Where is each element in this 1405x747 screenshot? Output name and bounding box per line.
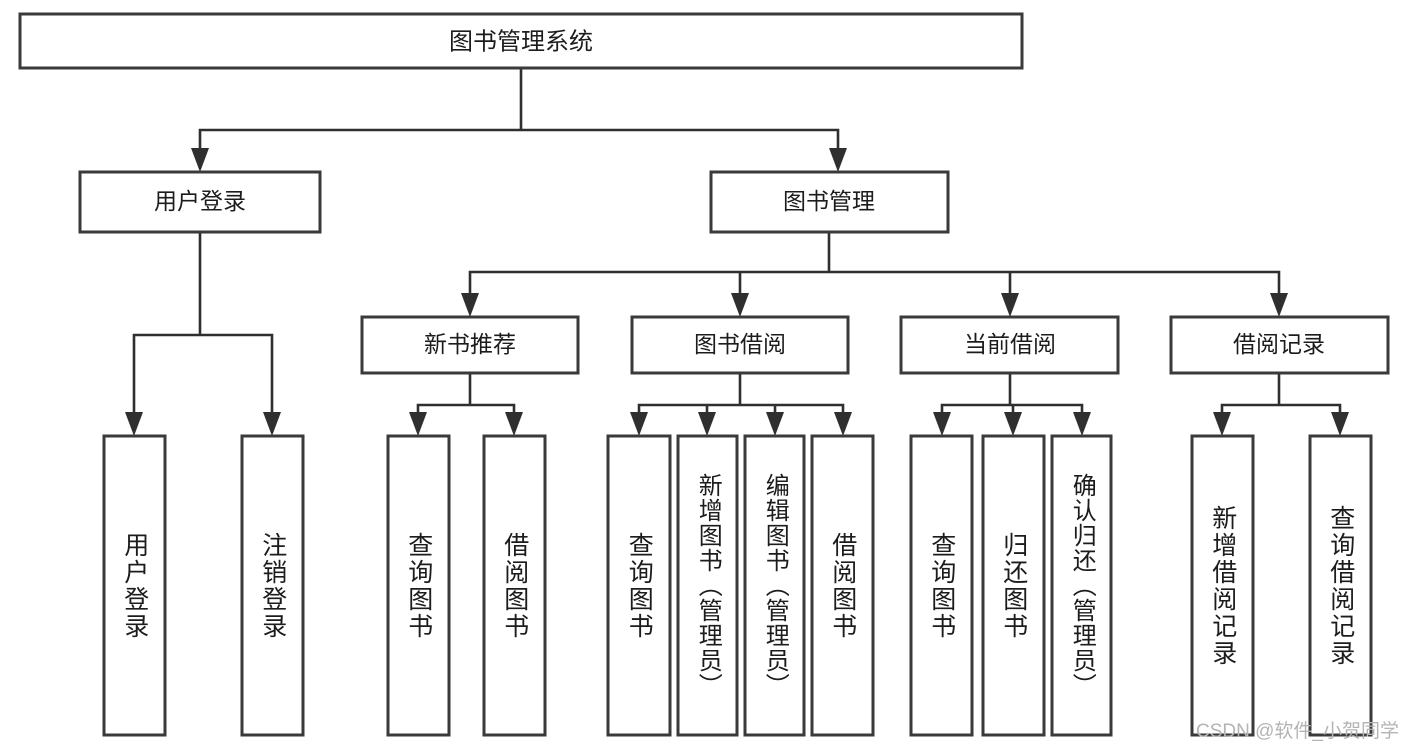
node-borrow-record-box[interactable] <box>1169 315 1390 375</box>
node-book-borrow-box[interactable] <box>630 315 850 375</box>
node-leaf-user-login-box[interactable] <box>102 434 167 737</box>
connector-layer <box>125 66 1349 436</box>
node-user-login-box[interactable] <box>78 170 322 234</box>
arrow-to-current-borrow <box>1001 293 1019 317</box>
arrow-to-leaf-return-book <box>1004 412 1022 436</box>
node-root[interactable]: 图书管理系统 <box>18 12 1024 70</box>
arrow-to-leaf-add-book-admin <box>698 412 716 436</box>
node-leaf-add-borrow-record-label: 新增借阅记录 <box>1208 504 1237 667</box>
arrow-to-leaf-query-book-2 <box>630 412 648 436</box>
node-current-borrow-box[interactable] <box>899 315 1120 375</box>
node-new-book-recommend[interactable]: 新书推荐 <box>360 315 580 375</box>
arrow-to-user-login <box>191 148 209 172</box>
arrow-to-leaf-query-borrow-record <box>1331 412 1349 436</box>
connector-borrow-record-to-leaves <box>1220 371 1342 420</box>
node-leaf-query-borrow-record-box[interactable] <box>1308 434 1373 737</box>
arrow-to-new-book-recommend <box>461 293 479 317</box>
node-leaf-logout-login-box[interactable] <box>240 434 305 737</box>
node-leaf-borrow-book-2-label: 借阅图书 <box>828 531 857 640</box>
arrow-to-leaf-confirm-return-admin <box>1073 412 1091 436</box>
node-leaf-confirm-return-admin-label: 确认归还（管理员） <box>1068 473 1096 698</box>
node-current-borrow[interactable]: 当前借阅 <box>899 315 1120 375</box>
arrow-to-borrow-record <box>1270 293 1288 317</box>
csdn-watermark: CSDN @软件_小贺同学 <box>1196 721 1399 742</box>
node-book-borrow[interactable]: 图书借阅 <box>630 315 850 375</box>
connector-user-login-to-leaves <box>132 230 274 420</box>
node-leaf-return-book-box[interactable] <box>981 434 1046 737</box>
arrow-to-leaf-borrow-book-1 <box>505 412 523 436</box>
node-borrow-record[interactable]: 借阅记录 <box>1169 315 1390 375</box>
connector-book-manage-to-level3 <box>468 230 1281 302</box>
node-user-login[interactable]: 用户登录 <box>78 170 322 234</box>
connector-book-borrow-to-leaves <box>637 371 845 420</box>
arrow-to-book-borrow <box>731 293 749 317</box>
arrow-to-leaf-query-book-3 <box>933 412 951 436</box>
node-root-label: 图书管理系统 <box>449 28 593 55</box>
node-leaf-query-book-2-label: 查询图书 <box>625 531 654 640</box>
node-leaf-add-borrow-record-box[interactable] <box>1190 434 1255 737</box>
arrow-to-leaf-query-book-1 <box>409 412 427 436</box>
node-new-book-recommend-label: 新书推荐 <box>424 331 516 357</box>
node-leaf-add-book-admin-label: 新增图书（管理员） <box>694 473 722 698</box>
node-book-manage-box[interactable] <box>709 170 950 234</box>
node-leaf-query-borrow-record-label: 查询借阅记录 <box>1326 504 1355 667</box>
node-root-box[interactable] <box>18 12 1024 70</box>
node-user-login-label: 用户登录 <box>154 188 246 214</box>
node-leaf-query-book-1-box[interactable] <box>386 434 451 737</box>
node-leaf-query-book-2-box[interactable] <box>606 434 672 737</box>
node-new-book-recommend-box[interactable] <box>360 315 580 375</box>
node-leaf-user-login-label: 用户登录 <box>120 531 149 640</box>
node-leaf-edit-book-admin-box[interactable] <box>743 434 806 737</box>
leaf-box-layer <box>102 434 1373 737</box>
connector-current-borrow-to-leaves <box>940 371 1084 420</box>
node-book-manage-label: 图书管理 <box>783 188 875 214</box>
node-leaf-edit-book-admin-label: 编辑图书（管理员） <box>761 473 789 698</box>
arrow-to-leaf-borrow-book-2 <box>834 412 852 436</box>
node-leaf-return-book-label: 归还图书 <box>999 531 1028 640</box>
arrow-to-leaf-add-borrow-record <box>1213 412 1231 436</box>
arrow-to-leaf-edit-book-admin <box>766 412 784 436</box>
node-current-borrow-label: 当前借阅 <box>964 331 1056 357</box>
arrow-to-book-manage <box>829 148 847 172</box>
node-leaf-confirm-return-admin-box[interactable] <box>1050 434 1113 737</box>
node-book-borrow-label: 图书借阅 <box>694 331 786 357</box>
connector-root-to-level2 <box>198 66 840 157</box>
node-leaf-borrow-book-1-label: 借阅图书 <box>500 531 529 640</box>
node-borrow-record-label: 借阅记录 <box>1233 331 1325 357</box>
connector-new-book-recommend-to-leaves <box>416 371 516 420</box>
node-leaf-borrow-book-1-box[interactable] <box>482 434 547 737</box>
arrow-to-leaf-user-login <box>125 412 143 436</box>
node-leaf-add-book-admin-box[interactable] <box>676 434 739 737</box>
node-book-manage[interactable]: 图书管理 <box>709 170 950 234</box>
node-leaf-logout-login-label: 注销登录 <box>258 531 287 640</box>
node-leaf-borrow-book-2-box[interactable] <box>810 434 875 737</box>
node-leaf-query-book-3-box[interactable] <box>909 434 974 737</box>
arrow-to-leaf-logout-login <box>263 412 281 436</box>
node-leaf-query-book-3-label: 查询图书 <box>927 531 956 640</box>
node-leaf-query-book-1-label: 查询图书 <box>404 531 433 640</box>
